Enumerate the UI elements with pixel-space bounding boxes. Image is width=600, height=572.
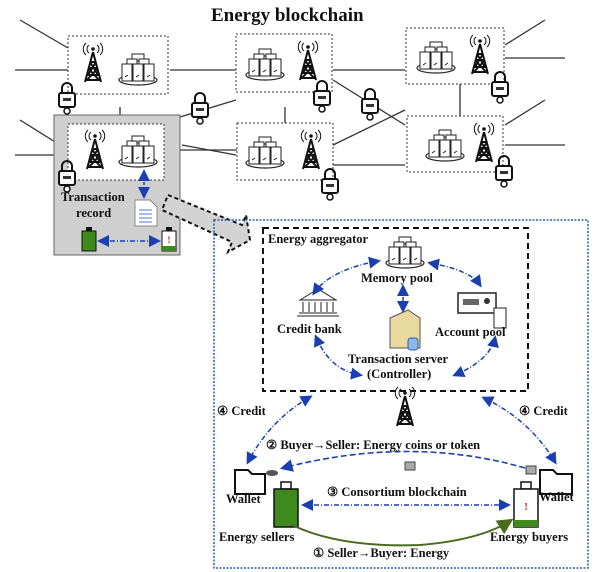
wallet-right-icon	[525, 465, 573, 495]
market-box	[213, 219, 589, 569]
credit-arrows	[246, 395, 557, 465]
memory-pool-label: Memory pool	[361, 271, 433, 285]
diagram-title: Energy blockchain	[211, 5, 364, 26]
market-tower-icon	[394, 386, 416, 427]
energy-buyers-label: Energy buyers	[490, 530, 569, 544]
node-top-right	[361, 27, 509, 121]
battery-low-icon: !	[161, 227, 177, 252]
step1-label: ① Seller→Buyer: Energy	[313, 546, 450, 560]
credit-right-label: ④ Credit	[519, 404, 568, 418]
node-middle	[236, 122, 339, 201]
step2-label: ② Buyer→Seller: Energy coins or token	[266, 438, 481, 452]
aggregator-arrows	[312, 256, 499, 380]
transaction-record-label-1: Transaction	[61, 190, 125, 204]
zoom-arrow	[160, 193, 252, 255]
document-icon	[134, 199, 158, 227]
svg-text:!: !	[168, 235, 171, 245]
transaction-server-label: Transaction server	[348, 352, 449, 366]
node-top-left	[58, 35, 169, 115]
energy-sellers-label: Energy sellers	[219, 530, 295, 544]
seller-battery-icon	[273, 481, 299, 528]
svg-text:!: !	[524, 502, 527, 513]
coins-arrow	[279, 450, 526, 472]
memory-pool-icon	[385, 236, 425, 269]
node-top-middle	[191, 33, 333, 125]
account-pool-label: Account pool	[435, 325, 506, 339]
credit-bank-label: Credit bank	[277, 322, 342, 336]
wallet-left-icon	[234, 469, 278, 495]
buyer-battery-icon: !	[513, 481, 539, 528]
network-links	[15, 19, 565, 166]
wallet-right-label: Wallet	[539, 490, 574, 504]
controller-label: (Controller)	[367, 367, 432, 381]
credit-left-label: ④ Credit	[217, 404, 266, 418]
credit-bank-icon	[297, 288, 339, 317]
coin-icon	[404, 461, 416, 471]
transaction-record-label-2: record	[76, 206, 112, 220]
energy-arrow	[291, 518, 514, 547]
account-pool-icon	[457, 292, 507, 329]
node-right	[406, 115, 513, 188]
transaction-server-icon	[389, 309, 421, 351]
wallet-left-label: Wallet	[226, 492, 261, 506]
step3-label: ③ Consortium blockchain	[327, 485, 467, 499]
energy-aggregator-label: Energy aggregator	[268, 232, 369, 246]
battery-full-icon	[81, 227, 97, 252]
